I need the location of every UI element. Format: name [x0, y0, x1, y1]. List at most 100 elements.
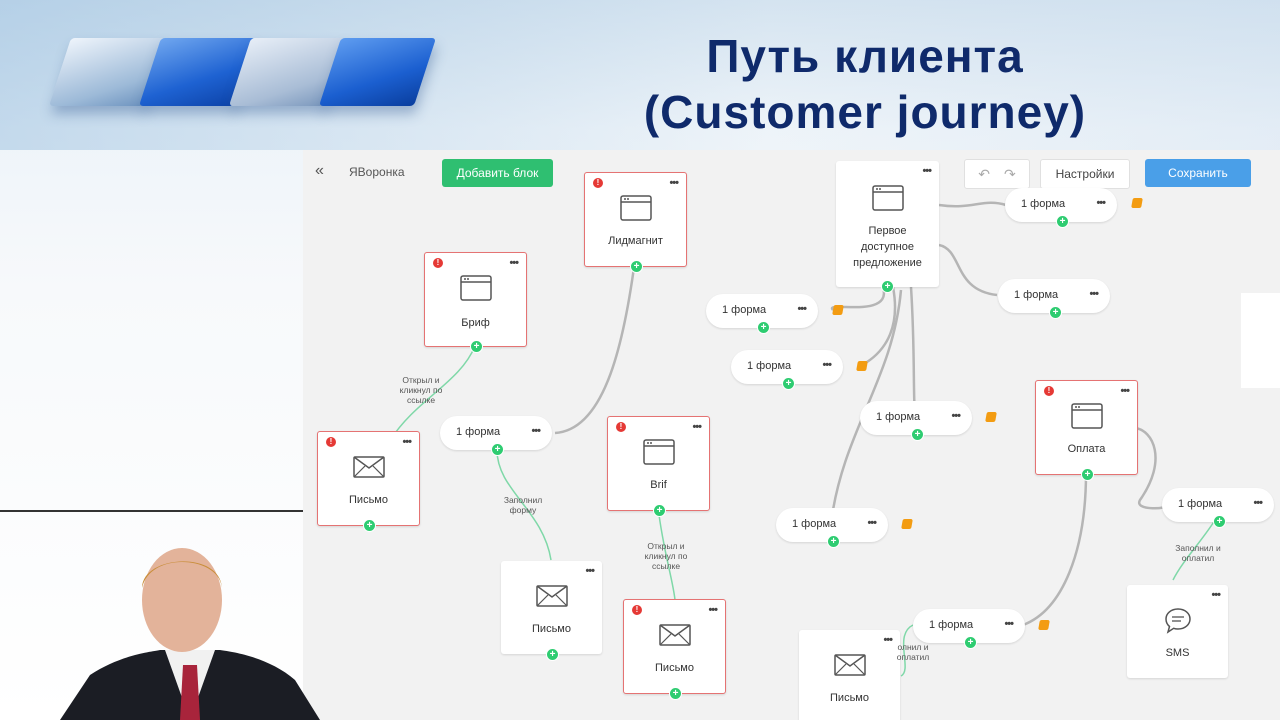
connector-plus-icon[interactable]: +	[757, 321, 770, 334]
form-label: 1 форма	[722, 304, 767, 316]
node-label: SMS	[1165, 647, 1190, 659]
node-label: Лидмагнит	[608, 235, 663, 247]
node-menu-icon[interactable]: •••	[692, 421, 702, 433]
form-pill[interactable]: 1 форма ••• +	[440, 416, 552, 456]
form-menu-icon[interactable]: •••	[951, 410, 961, 422]
connector-plus-icon[interactable]: +	[881, 280, 894, 293]
node-menu-icon[interactable]: •••	[509, 257, 519, 269]
node-menu-icon[interactable]: •••	[922, 165, 932, 177]
connector-plus-icon[interactable]: +	[653, 504, 666, 517]
node-sms[interactable]: ••• SMS	[1127, 585, 1228, 678]
connector-plus-icon[interactable]: +	[470, 340, 483, 353]
form-menu-icon[interactable]: •••	[1253, 497, 1263, 509]
connector-plus-icon[interactable]: +	[630, 260, 643, 273]
form-flag-icon	[985, 412, 997, 422]
form-pill[interactable]: 1 форма ••• +	[731, 350, 843, 390]
connector-plus-icon[interactable]: +	[827, 535, 840, 548]
form-menu-icon[interactable]: •••	[797, 303, 807, 315]
form-pill[interactable]: 1 форма ••• +	[998, 279, 1110, 319]
form-menu-icon[interactable]: •••	[1004, 618, 1014, 630]
envelope-icon	[658, 624, 691, 646]
form-label: 1 форма	[747, 360, 792, 372]
add-block-button[interactable]: Добавить блок	[442, 159, 553, 187]
browser-window-icon	[1070, 403, 1103, 429]
collapse-sidebar-button[interactable]: «	[315, 162, 324, 179]
save-button[interactable]: Сохранить	[1145, 159, 1251, 187]
connector-plus-icon[interactable]: +	[546, 648, 559, 661]
node-label: Письмо	[349, 494, 388, 506]
form-pill[interactable]: 1 форма ••• +	[1162, 488, 1274, 528]
node-label: Первое доступное предложение	[853, 225, 922, 269]
browser-window-icon	[642, 439, 675, 465]
form-label: 1 форма	[876, 411, 921, 423]
node-menu-icon[interactable]: •••	[402, 436, 412, 448]
form-pill[interactable]: 1 форма ••• +	[1005, 188, 1117, 228]
connector-plus-icon[interactable]: +	[1213, 515, 1226, 528]
node-label: Оплата	[1067, 443, 1106, 455]
form-menu-icon[interactable]: •••	[531, 425, 541, 437]
edge-label: Заполнил форму	[503, 495, 543, 515]
form-menu-icon[interactable]: •••	[1089, 288, 1099, 300]
funnel-editor-canvas[interactable]: « ЯВоронка Добавить блок ↶ ↷ Настройки С…	[303, 150, 1280, 720]
form-flag-icon	[1038, 620, 1050, 630]
node-menu-icon[interactable]: •••	[883, 634, 893, 646]
edge-label: Открыл и кликнул по ссылке	[644, 541, 688, 571]
redo-icon[interactable]: ↷	[1004, 165, 1016, 182]
edge-label: Открыл и кликнул по ссылке	[399, 375, 443, 405]
form-menu-icon[interactable]: •••	[822, 359, 832, 371]
connector-plus-icon[interactable]: +	[1081, 468, 1094, 481]
error-icon: !	[1044, 386, 1054, 396]
undo-redo-group: ↶ ↷	[964, 159, 1030, 189]
node-menu-icon[interactable]: •••	[1211, 589, 1221, 601]
form-menu-icon[interactable]: •••	[1096, 197, 1106, 209]
node-letter-4[interactable]: ••• Письмо	[799, 630, 900, 720]
node-brif[interactable]: ! ••• Brif +	[607, 416, 710, 517]
funnel-name: ЯВоронка	[349, 165, 405, 179]
browser-window-icon	[871, 185, 904, 211]
node-menu-icon[interactable]: •••	[669, 177, 679, 189]
slide-title-line1: Путь клиента	[706, 30, 1024, 82]
error-icon: !	[326, 437, 336, 447]
divider-line	[0, 510, 303, 512]
connector-plus-icon[interactable]: +	[1049, 306, 1062, 319]
undo-icon[interactable]: ↶	[978, 165, 990, 182]
node-payment[interactable]: ! ••• Оплата +	[1035, 380, 1138, 481]
node-letter-1[interactable]: ! ••• Письмо +	[317, 431, 420, 532]
form-label: 1 форма	[1014, 289, 1059, 301]
connector-plus-icon[interactable]: +	[911, 428, 924, 441]
node-brief[interactable]: ! ••• Бриф +	[424, 252, 527, 353]
form-pill[interactable]: 1 форма ••• +	[913, 609, 1025, 649]
form-flag-icon	[1131, 198, 1143, 208]
node-menu-icon[interactable]: •••	[1120, 385, 1130, 397]
node-first-offer[interactable]: ••• Первое доступное предложение +	[836, 161, 939, 293]
node-menu-icon[interactable]: •••	[585, 565, 595, 577]
presenter-video-overlay	[60, 548, 320, 720]
settings-button[interactable]: Настройки	[1040, 159, 1130, 189]
connector-plus-icon[interactable]: +	[1056, 215, 1069, 228]
form-pill[interactable]: 1 форма ••• +	[706, 294, 818, 334]
form-pill[interactable]: 1 форма ••• +	[860, 401, 972, 441]
node-leadmagnet[interactable]: ! ••• Лидмагнит +	[584, 172, 687, 273]
node-letter-3[interactable]: ! ••• Письмо +	[623, 599, 726, 700]
error-icon: !	[632, 605, 642, 615]
connector-plus-icon[interactable]: +	[669, 687, 682, 700]
connector-plus-icon[interactable]: +	[782, 377, 795, 390]
decorative-cubes-logo	[40, 28, 440, 118]
node-label: Письмо	[655, 662, 694, 674]
form-pill[interactable]: 1 форма ••• +	[776, 508, 888, 548]
connector-plus-icon[interactable]: +	[491, 443, 504, 456]
edge-label: Заполнил и оплатил	[1175, 543, 1221, 563]
form-label: 1 форма	[456, 426, 501, 438]
connector-plus-icon[interactable]: +	[964, 636, 977, 649]
connector-plus-icon[interactable]: +	[363, 519, 376, 532]
form-label: 1 форма	[792, 518, 837, 530]
envelope-icon	[833, 654, 866, 676]
node-label: Письмо	[830, 692, 869, 704]
node-label: Письмо	[532, 623, 571, 635]
side-panel-edge	[1241, 293, 1280, 388]
node-letter-2[interactable]: ••• Письмо +	[501, 561, 602, 661]
form-label: 1 форма	[929, 619, 974, 631]
node-menu-icon[interactable]: •••	[708, 604, 718, 616]
form-flag-icon	[832, 305, 844, 315]
form-menu-icon[interactable]: •••	[867, 517, 877, 529]
